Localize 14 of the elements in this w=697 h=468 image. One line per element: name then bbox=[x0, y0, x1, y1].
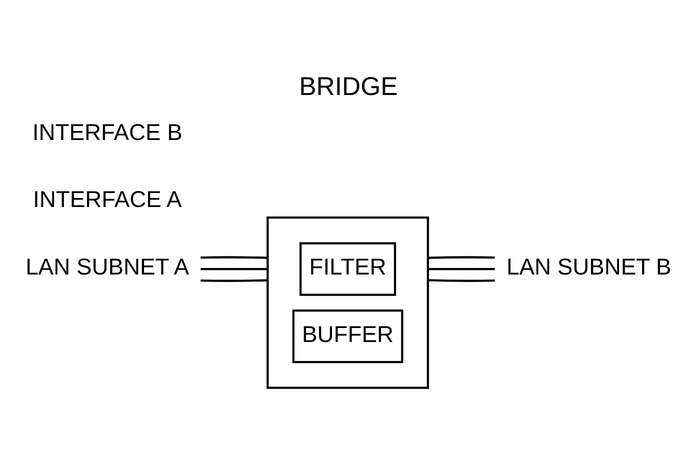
connector bbox=[428, 256, 495, 259]
node-text: LAN SUBNET A bbox=[26, 253, 190, 280]
connector bbox=[200, 256, 268, 259]
connector bbox=[200, 268, 268, 270]
label: INTERFACE B bbox=[32, 118, 182, 145]
node-box: FILTER bbox=[300, 242, 396, 296]
diagram-title: BRIDGE bbox=[299, 73, 398, 102]
label: INTERFACE A bbox=[33, 186, 182, 212]
connector bbox=[428, 279, 495, 282]
node-text: LAN SUBNET B bbox=[506, 253, 672, 280]
connector bbox=[200, 279, 268, 282]
node-box: BUFFER bbox=[292, 309, 404, 364]
connector bbox=[428, 268, 495, 270]
cluster bbox=[266, 216, 429, 389]
